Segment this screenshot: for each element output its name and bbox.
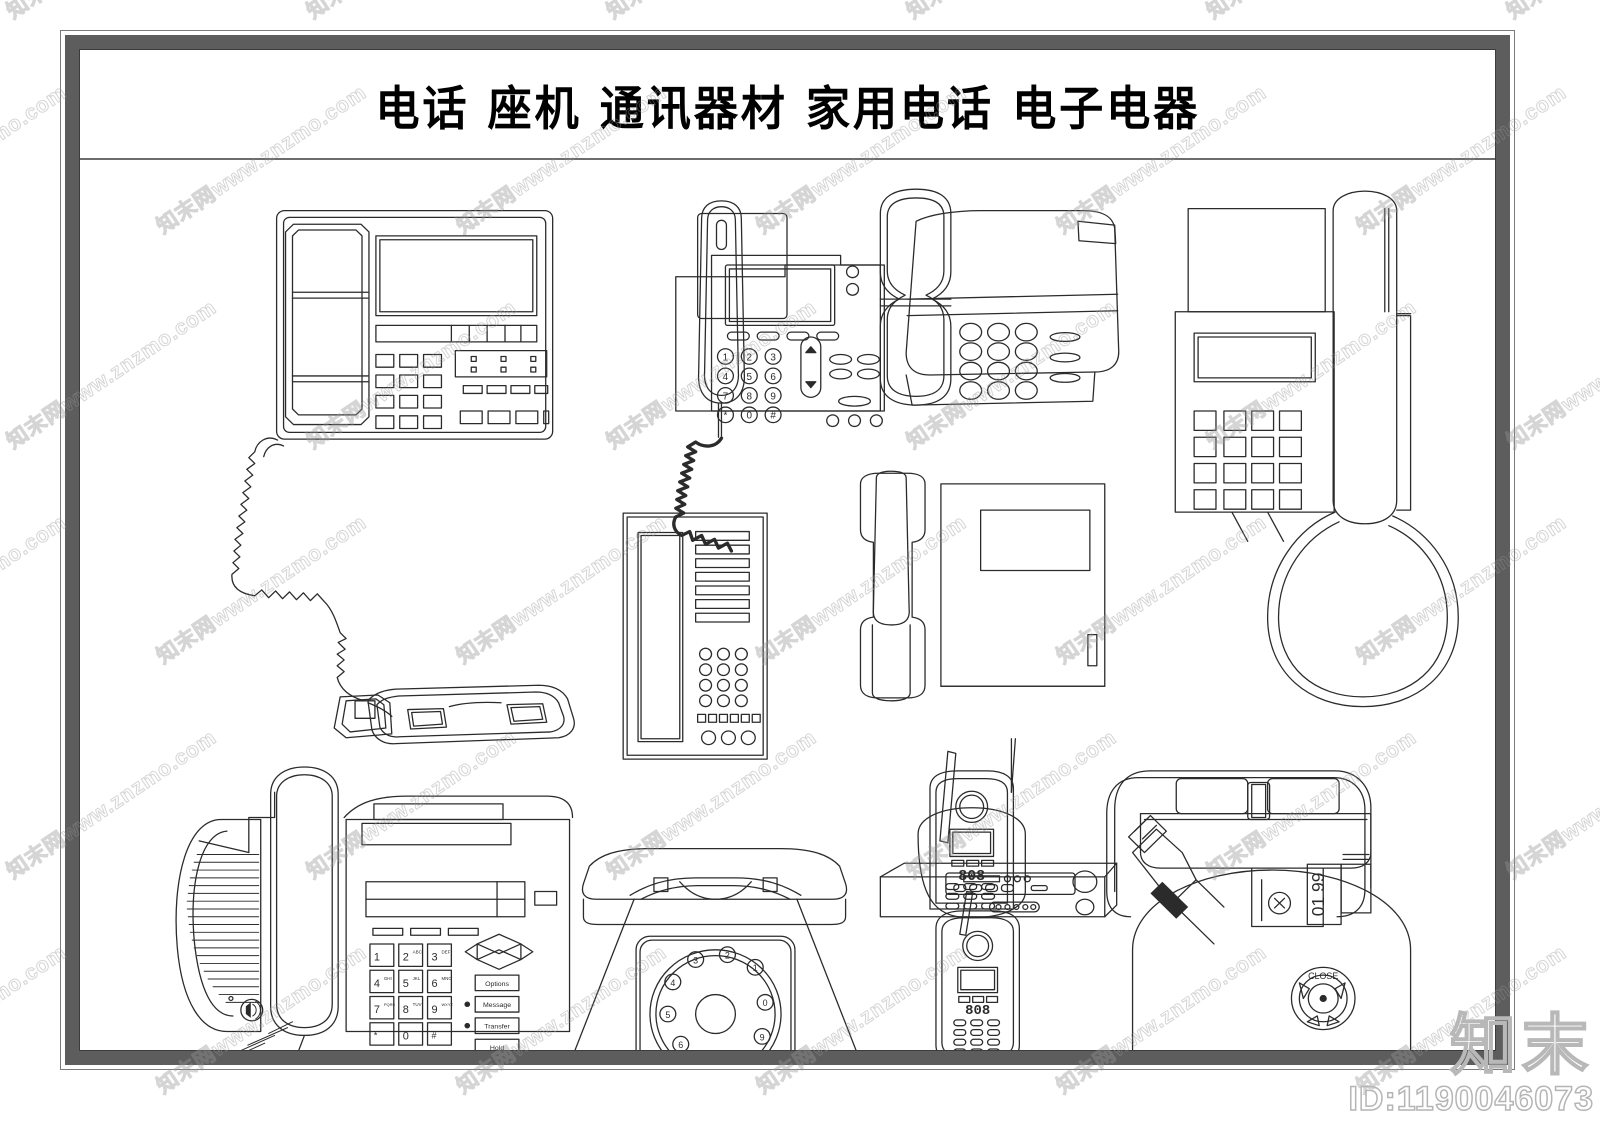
svg-text:7: 7 <box>374 1004 380 1016</box>
watermark-text: 知末网www.znzmo.com <box>600 0 822 25</box>
sheet-frame-inner-border: 电话 座机 通讯器材 家用电话 电子电器 <box>65 35 1510 1065</box>
svg-text:Transfer: Transfer <box>484 1024 510 1031</box>
drawing-handset-detached <box>231 437 575 745</box>
cordless-keypad <box>945 883 996 910</box>
drawing-rotary-phone: 1 2 3 4 5 6 7 8 9 0 <box>574 848 857 1050</box>
speaker-grille <box>186 854 260 1003</box>
rotary-dial-digits: 1 2 3 4 5 6 7 8 9 0 <box>659 946 774 1050</box>
svg-text:8: 8 <box>403 1004 409 1016</box>
label-strips <box>695 530 750 623</box>
drawing-cordless-handset: 808 <box>935 890 1021 1050</box>
svg-text:Hold: Hold <box>490 1045 504 1050</box>
svg-text:JKL: JKL <box>413 976 421 981</box>
svg-text:*: * <box>724 411 728 422</box>
svg-text:808: 808 <box>965 1004 990 1019</box>
svg-text:Options: Options <box>485 981 510 988</box>
svg-text:TUV: TUV <box>413 1002 422 1007</box>
watermark-text: 知末网www.znzmo.com <box>1200 0 1422 25</box>
svg-text:0: 0 <box>763 998 768 1008</box>
svg-text:5: 5 <box>747 372 753 383</box>
svg-text:3: 3 <box>693 956 698 966</box>
svg-text:0: 0 <box>747 411 753 422</box>
svg-text:0: 0 <box>403 1030 409 1042</box>
svg-text:2: 2 <box>725 951 730 961</box>
svg-text:8: 8 <box>747 391 753 402</box>
oval-keypad <box>959 322 1038 400</box>
svg-text:MNO: MNO <box>441 976 452 981</box>
title-block: 电话 座机 通讯器材 家用电话 电子电器 <box>80 50 1495 160</box>
tall-keypad <box>1193 410 1303 510</box>
watermark-text: 知末网www.znzmo.com <box>1502 725 1600 884</box>
watermark-text: 知末网www.znzmo.com <box>900 0 1122 25</box>
svg-text:9: 9 <box>432 1004 438 1016</box>
drawing-desk-phone-simple <box>859 470 1106 702</box>
svg-text:7: 7 <box>723 391 729 402</box>
svg-text:3: 3 <box>770 352 776 363</box>
drawing-desk-phone-oval-keys <box>879 188 1120 406</box>
keypad-grid <box>375 353 443 430</box>
svg-text:4: 4 <box>670 978 675 988</box>
svg-text:808: 808 <box>958 869 985 885</box>
drawing-desk-phone-large-display <box>275 209 554 440</box>
drawing-cordless-phone-base: 808 <box>879 738 1118 919</box>
svg-text:CLOSE: CLOSE <box>1308 971 1338 981</box>
svg-text:1: 1 <box>753 963 758 973</box>
svg-text:*: * <box>374 1030 378 1040</box>
svg-text:9: 9 <box>760 1032 765 1042</box>
ip-keypad: 1 2 3 4 5 6 7 8 9 * 0 # <box>716 348 782 424</box>
shadow-hatching <box>240 1021 293 1050</box>
svg-text:4: 4 <box>374 978 380 990</box>
svg-text:6: 6 <box>678 1040 683 1050</box>
svg-text:5: 5 <box>403 978 409 990</box>
brand-id-text: ID:1190046073 <box>1348 1079 1594 1119</box>
watermark-text: 知末网www.znzmo.com <box>1502 295 1600 454</box>
watermark-text: 知末网www.znzmo.com <box>1500 0 1600 25</box>
svg-text:3: 3 <box>432 952 438 964</box>
svg-text:2: 2 <box>403 952 409 964</box>
sheet-frame: 电话 座机 通讯器材 家用电话 电子电器 <box>60 30 1515 1070</box>
svg-text:#: # <box>432 1030 437 1040</box>
watermark-text: 知末网www.znzmo.com <box>0 0 222 25</box>
svg-text:Message: Message <box>483 1002 511 1009</box>
svg-text:WXYZ: WXYZ <box>441 1002 453 1007</box>
svg-text:6: 6 <box>432 978 438 990</box>
svg-text:9: 9 <box>770 391 776 402</box>
handset-keypad <box>953 1019 1001 1050</box>
svg-text:GHI: GHI <box>384 976 392 981</box>
svg-text:4: 4 <box>723 372 729 383</box>
svg-text:01 99: 01 99 <box>1308 872 1328 916</box>
intercom-keypad <box>698 647 748 708</box>
svg-text:1: 1 <box>374 952 380 964</box>
watermark-text: 知末网www.znzmo.com <box>300 0 522 25</box>
drawing-ip-phone-cisco: 1 2 3 4 5 6 7 8 9 * 0 # <box>672 200 885 553</box>
function-keys: Options Message Transfer Hold <box>464 974 520 1050</box>
drawing-gas-cylinder-valve: 01 99 <box>1106 770 1412 1050</box>
svg-text:PQRS: PQRS <box>384 1002 396 1007</box>
drawing-desk-phone-tall <box>1174 190 1459 708</box>
svg-text:6: 6 <box>770 372 776 383</box>
svg-text:ABC: ABC <box>413 950 423 955</box>
sheet-page: 电话 座机 通讯器材 家用电话 电子电器 <box>79 49 1496 1051</box>
svg-text:DEF: DEF <box>441 950 450 955</box>
page-title: 电话 座机 通讯器材 家用电话 电子电器 <box>375 81 1200 137</box>
drawing-canvas: 1 2 3 4 5 6 7 8 9 * 0 # <box>80 160 1495 1050</box>
svg-text:1: 1 <box>723 352 729 363</box>
svg-text:5: 5 <box>665 1010 670 1020</box>
svg-text:2: 2 <box>747 352 753 363</box>
drawing-intercom-panel <box>622 512 768 760</box>
coiled-cord <box>672 436 734 553</box>
svg-text:#: # <box>770 411 776 422</box>
